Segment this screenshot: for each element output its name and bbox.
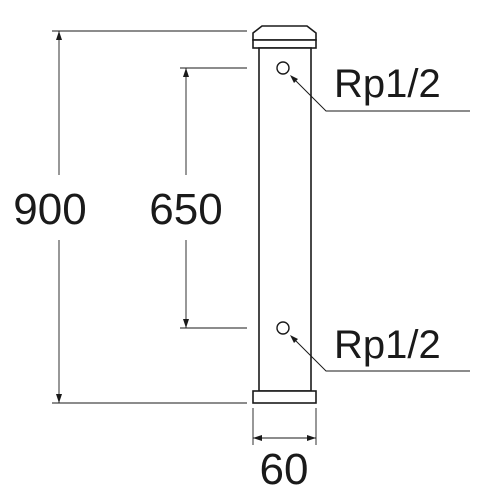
upper-port-label: Rp1/2 [334, 62, 441, 106]
lower-arrowhead [290, 335, 298, 343]
pillar-shaft [258, 47, 312, 392]
arrow-650-top [183, 68, 189, 77]
upper-leader-line [291, 76, 470, 112]
bottom-base [252, 390, 317, 404]
extension-lines [52, 30, 317, 445]
upper-arrowhead [290, 75, 298, 83]
upper-port-hole [276, 61, 290, 75]
arrow-900-top [56, 31, 62, 40]
dimension-label-900: 900 [13, 185, 86, 234]
lower-port-hole [276, 321, 290, 335]
callout-arrowheads [290, 75, 298, 343]
top-band [252, 39, 317, 49]
callout-leaders [291, 76, 470, 372]
dimension-lines [58, 31, 316, 439]
pillar [252, 25, 317, 404]
top-cap [252, 25, 317, 41]
arrow-60-right [307, 435, 316, 441]
dimension-arrowheads [56, 31, 316, 441]
arrow-900-bottom [56, 394, 62, 403]
dimension-label-650: 650 [149, 185, 222, 234]
ports [276, 61, 290, 335]
arrow-60-left [253, 435, 262, 441]
dimension-label-60: 60 [260, 445, 309, 494]
arrow-650-bottom [183, 319, 189, 328]
lower-leader-line [291, 336, 470, 372]
lower-port-label: Rp1/2 [334, 323, 441, 367]
